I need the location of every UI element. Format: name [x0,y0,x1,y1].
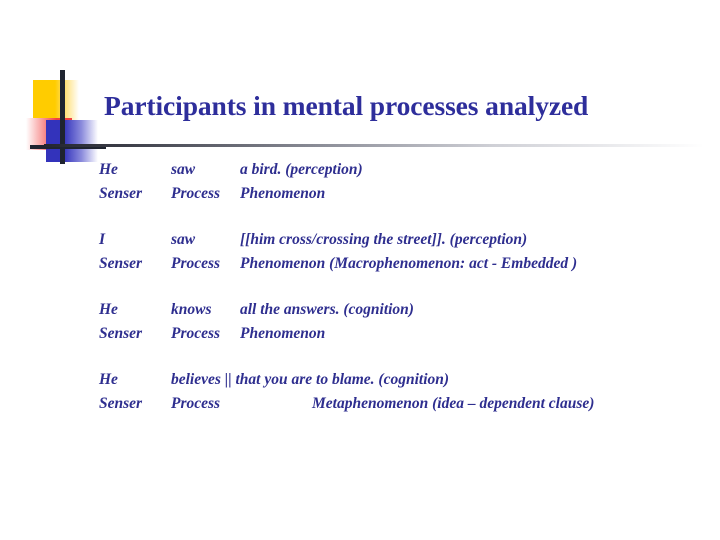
label-process: Process [171,325,221,342]
label-phenomenon: Phenomenon [240,325,326,342]
example-participant: He [99,301,118,318]
label-participant: Senser [99,185,143,202]
vertical-bar-icon [60,70,65,164]
label-phenomenon: Phenomenon [240,185,326,202]
label-process: Process [171,395,221,412]
label-row: Senser Process Metaphenomenon (idea – de… [0,392,720,416]
title-divider [44,144,704,147]
example-phenomenon: a bird. (perception) [240,161,363,178]
blue-square-icon [46,120,98,162]
example-row: I saw [[him cross/crossing the street]].… [0,228,720,252]
example-process: saw [171,231,196,248]
yellow-square-icon [33,80,79,120]
label-row: Senser Process Phenomenon (Macrophenomen… [0,252,720,276]
label-process: Process [171,255,221,272]
example-participant: He [99,371,118,388]
example-process: saw [171,161,196,178]
example-participant: I [99,231,106,248]
label-process: Process [171,185,221,202]
label-participant: Senser [99,325,143,342]
slide-body: He saw a bird. (perception) Senser Proce… [0,158,720,438]
decorative-logo-cluster [26,66,106,164]
example-phenomenon: all the answers. (cognition) [240,301,414,318]
label-phenomenon: Phenomenon (Macrophenomenon: act - Embed… [240,255,578,272]
label-phenomenon: Metaphenomenon (idea – dependent clause) [312,395,595,412]
label-row: Senser Process Phenomenon [0,322,720,346]
example-phenomenon: [[him cross/crossing the street]]. (perc… [240,231,528,248]
slide-title: Participants in mental processes analyze… [104,90,589,121]
label-participant: Senser [99,395,143,412]
example-process: believes || that you are to blame. (cogn… [171,371,450,388]
horizontal-bar-icon [30,145,106,149]
analysis-block: I saw [[him cross/crossing the street]].… [0,228,720,276]
example-process: knows [171,301,212,318]
label-row: Senser Process Phenomenon [0,182,720,206]
analysis-block: He knows all the answers. (cognition) Se… [0,298,720,346]
example-participant: He [99,161,118,178]
analysis-block: He believes || that you are to blame. (c… [0,368,720,416]
analysis-block: He saw a bird. (perception) Senser Proce… [0,158,720,206]
example-row: He believes || that you are to blame. (c… [0,368,720,392]
example-row: He saw a bird. (perception) [0,158,720,182]
example-row: He knows all the answers. (cognition) [0,298,720,322]
label-participant: Senser [99,255,143,272]
